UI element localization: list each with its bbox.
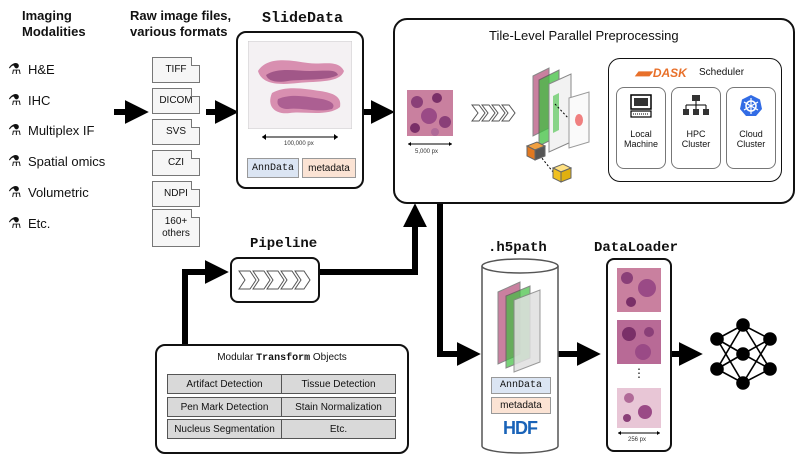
scheduler-label: Scheduler [699, 67, 745, 78]
transform-pen-mark-detection: Pen Mark Detection [167, 397, 282, 417]
modality-label: Etc. [28, 215, 51, 231]
format-label: 160+ others [162, 216, 190, 239]
modalities-title: Imaging Modalities [22, 8, 86, 40]
kubernetes-icon [740, 95, 762, 116]
format-label: NDPI [164, 188, 188, 199]
dataloader-title: DataLoader [594, 240, 679, 256]
network-icon [683, 95, 709, 115]
modality-label: IHC [28, 92, 51, 108]
tile-mask-icon [568, 91, 590, 149]
h5path-metadata-tag: metadata [491, 397, 551, 414]
dask-flame-icon: ▰▰ [635, 66, 652, 80]
slidedata-anndata-tag: AnnData [247, 158, 299, 178]
slidedata-title: SlideData [262, 10, 344, 27]
neural-network-icon [710, 318, 777, 390]
target-local-machine: Local Machine [616, 87, 666, 169]
modality-item-he: ⚗ H&E [8, 57, 55, 81]
pipeline-chevrons-icon [238, 270, 311, 290]
modality-item-volumetric: ⚗ Volumetric [8, 180, 89, 204]
microscope-icon: ⚗ [8, 122, 22, 139]
preprocessing-panel: Tile-Level Parallel Preprocessing 5,000 … [393, 18, 795, 204]
format-label: TIFF [165, 64, 187, 75]
modality-item-ihc: ⚗ IHC [8, 88, 50, 112]
microscope-icon: ⚗ [8, 153, 22, 170]
raw-files-title: Raw image files, various formats [130, 8, 231, 40]
modality-item-spatial-omics: ⚗ Spatial omics [8, 149, 105, 173]
arrow-transforms-to-pipeline [182, 260, 229, 346]
arrow-pipeline-to-preprocessing [318, 203, 427, 275]
format-file-svs: SVS [152, 119, 200, 145]
format-file-dicom: DICOM [152, 88, 200, 114]
target-label-line2: Cluster [681, 139, 711, 149]
modality-label: Spatial omics [28, 153, 106, 169]
scheduler-panel: ▰▰ DASK Scheduler Local Machine HPC Clus… [608, 58, 782, 182]
microscope-icon: ⚗ [8, 215, 22, 232]
h5path-title: .h5path [488, 240, 547, 256]
transforms-title-prefix: Modular [217, 352, 254, 363]
slidedata-panel: 100,000 px AnnData metadata [236, 31, 364, 189]
dataloader-panel: ⋮ 256 px [606, 258, 672, 452]
dask-label: DASK [652, 66, 687, 80]
microscope-icon: ⚗ [8, 92, 22, 109]
tile-scale-bar [408, 142, 452, 146]
microscope-icon: ⚗ [8, 61, 22, 78]
target-label-line2: Cluster [736, 139, 766, 149]
format-label: CZI [167, 157, 185, 168]
target-label-line1: Local [630, 129, 652, 139]
transform-tissue-detection: Tissue Detection [281, 374, 396, 394]
pipeline-box [230, 257, 320, 303]
transforms-title-code: Transform [256, 353, 311, 364]
dask-logo: ▰▰ DASK [635, 66, 687, 80]
format-label: DICOM [159, 95, 193, 106]
slide-scale-bar [262, 134, 338, 140]
target-cloud-cluster: Cloud Cluster [726, 87, 776, 169]
format-file-czi: CZI [152, 150, 200, 176]
modalities-title-line2: Modalities [22, 24, 86, 39]
chevron-chain-icon [471, 104, 516, 122]
modality-item-etc: ⚗ Etc. [8, 211, 50, 235]
microscope-icon: ⚗ [8, 184, 22, 201]
format-file-ndpi: NDPI [152, 181, 200, 207]
tile-layers-icon [525, 67, 586, 183]
transform-stain-normalization: Stain Normalization [281, 397, 396, 417]
format-file-others: 160+ others [152, 209, 200, 247]
batch-tile-1 [617, 268, 661, 312]
tile-scale-label: 5,000 px [415, 149, 439, 155]
transforms-title: Modular Transform Objects [157, 352, 407, 364]
arrow-preprocessing-to-h5path [437, 204, 481, 366]
slide-scale-label: 100,000 px [284, 141, 314, 147]
modality-label: Multiplex IF [28, 122, 95, 138]
transforms-panel: Modular Transform Objects Artifact Detec… [155, 344, 409, 454]
target-label-line1: HPC [686, 129, 706, 139]
modality-item-multiplex-if: ⚗ Multiplex IF [8, 118, 94, 142]
h5path-anndata-tag: AnnData [491, 377, 551, 394]
format-label: SVS [165, 126, 186, 137]
transform-etc: Etc. [281, 419, 396, 439]
batch-tile-2 [617, 320, 661, 364]
whole-slide-image [248, 41, 352, 129]
modalities-title-line1: Imaging [22, 8, 72, 23]
hdf-logo: HDF [503, 418, 538, 438]
batch-scale-label: 256 px [628, 437, 647, 443]
preprocessing-title: Tile-Level Parallel Preprocessing [489, 28, 679, 43]
format-file-tiff: TIFF [152, 57, 200, 83]
raw-files-title-line2: various formats [130, 24, 228, 39]
batch-ellipsis: ⋮ [633, 366, 645, 380]
batch-tile-3 [617, 388, 661, 428]
pipeline-title: Pipeline [250, 236, 318, 252]
tile-image [407, 90, 453, 136]
modality-label: Volumetric [28, 184, 89, 200]
transforms-title-suffix: Objects [312, 352, 347, 363]
slidedata-metadata-tag: metadata [302, 158, 356, 178]
target-hpc-cluster: HPC Cluster [671, 87, 721, 169]
batch-scale-bar [618, 431, 660, 435]
target-label-line1: Cloud [739, 129, 763, 139]
transform-artifact-detection: Artifact Detection [167, 374, 282, 394]
transform-nucleus-segmentation: Nucleus Segmentation [167, 419, 282, 439]
modality-label: H&E [28, 61, 55, 77]
raw-files-title-line1: Raw image files, [130, 8, 232, 23]
target-label-line2: Machine [623, 139, 659, 149]
computer-icon [630, 94, 652, 118]
